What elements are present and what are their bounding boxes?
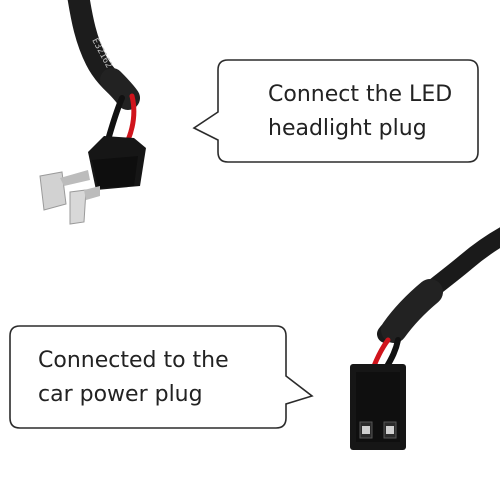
female-plug-sockets <box>359 421 397 439</box>
male-plug-face <box>92 156 138 188</box>
callout-led-line-1: Connect the LED <box>268 82 453 107</box>
callout-power-line-1: Connected to the <box>38 348 229 373</box>
upper-red-wire <box>125 93 137 143</box>
lower-cable-sleeve <box>381 279 443 343</box>
lower-red-wire <box>371 337 391 369</box>
female-plug-assembly <box>350 227 500 450</box>
callout-text-power: Connected to the car power plug <box>38 344 229 412</box>
male-plug-assembly: E32162 <box>39 0 146 225</box>
upper-cable-sheath <box>100 68 140 110</box>
upper-black-wire <box>105 95 125 143</box>
callout-power-line-2: car power plug <box>38 382 203 407</box>
callout-led-line-2: headlight plug <box>268 116 427 141</box>
male-plug-pins <box>39 170 100 225</box>
callout-bubble-led <box>192 59 479 163</box>
callout-bubble-power <box>9 325 314 429</box>
callout-text-led: Connect the LED headlight plug <box>268 78 452 146</box>
